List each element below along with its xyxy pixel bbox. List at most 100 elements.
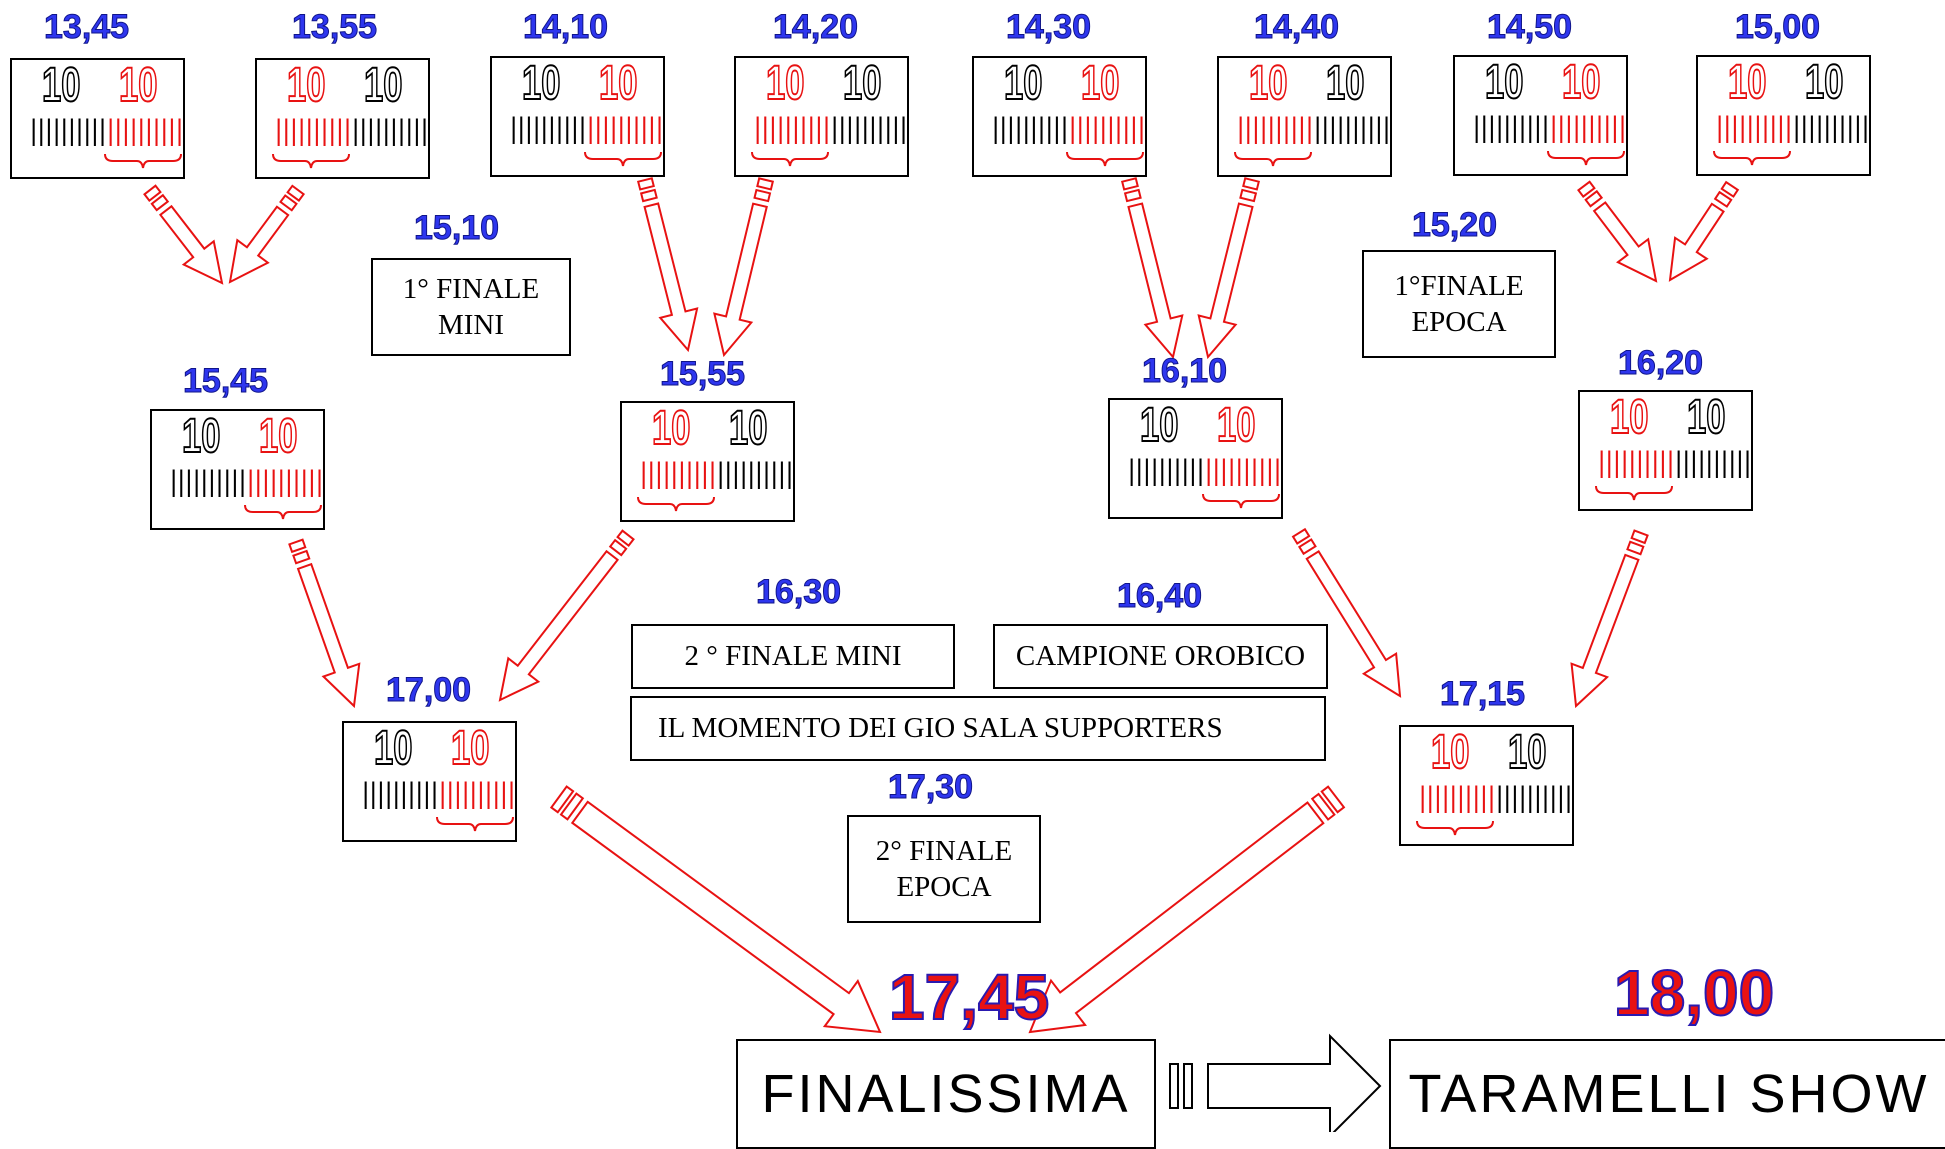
- score-tally-marks: ||||||||||: [1415, 783, 1499, 817]
- bracket-arrow: [1577, 180, 1658, 283]
- finale-epoca-2-box: 2° FINALE EPOCA: [847, 815, 1041, 923]
- match-box: 10||||||||||10||||||||||: [972, 56, 1149, 177]
- finalissima-time: 17,45: [888, 960, 1050, 1034]
- match-box: 10||||||||||10||||||||||: [1399, 725, 1576, 846]
- bracket-arrow: [713, 177, 775, 358]
- score-tally-marks: ||||||||||: [1671, 448, 1755, 482]
- score-tally-marks: ||||||||||: [1789, 113, 1873, 147]
- score-tally-marks: ||||||||||: [26, 116, 110, 150]
- bracket-arrow: [1570, 529, 1649, 709]
- bracket-arrow: [288, 538, 361, 709]
- score-tally-marks: ||||||||||: [358, 779, 442, 813]
- team-score: 10: [842, 57, 882, 110]
- score-tally-marks: ||||||||||: [1469, 113, 1553, 147]
- match-box: 10||||||||||10||||||||||: [1578, 390, 1755, 511]
- match-time: 16,10: [1141, 352, 1228, 391]
- match-time: 15,45: [182, 362, 269, 401]
- match-box: 10||||||||||10||||||||||: [150, 409, 327, 530]
- bracket-arrow: [1197, 177, 1261, 360]
- winner-brace-icon: [584, 151, 662, 167]
- bracket-arrow: [498, 529, 635, 702]
- team-score: 10: [450, 722, 490, 775]
- team-score: 10: [1507, 726, 1547, 779]
- match-box: 10||||||||||10||||||||||: [490, 56, 667, 177]
- match-time: 17,15: [1439, 675, 1526, 714]
- finals-arrow: [1169, 1033, 1382, 1132]
- score-tally-marks: ||||||||||: [1065, 114, 1149, 148]
- match-time: 13,55: [291, 8, 378, 47]
- team-score: 10: [1686, 391, 1726, 444]
- event-time: 15,10: [413, 209, 500, 248]
- winner-brace-icon: [244, 504, 322, 520]
- team-score: 10: [1248, 57, 1288, 110]
- campione-orobico-box: CAMPIONE OROBICO: [993, 624, 1328, 689]
- finale-mini-2-box: 2 ° FINALE MINI: [631, 624, 955, 689]
- bracket-arrow: [1668, 180, 1740, 282]
- match-time: 14,20: [772, 8, 859, 47]
- team-score: 10: [1430, 726, 1470, 779]
- match-time: 17,00: [385, 671, 472, 710]
- team-score: 10: [765, 57, 805, 110]
- score-tally-marks: ||||||||||: [988, 114, 1072, 148]
- bracket-arrow: [143, 184, 224, 285]
- team-score: 10: [598, 57, 638, 110]
- team-score: 10: [651, 402, 691, 455]
- team-score: 10: [1561, 56, 1601, 109]
- winner-brace-icon: [1234, 151, 1312, 167]
- finalissima-box: FINALISSIMA: [736, 1039, 1156, 1149]
- winner-brace-icon: [1066, 151, 1144, 167]
- team-score: 10: [41, 59, 81, 112]
- score-tally-marks: ||||||||||: [1546, 113, 1630, 147]
- show-time: 18,00: [1613, 956, 1775, 1030]
- taramelli-show-box: TARAMELLI SHOW: [1389, 1039, 1945, 1149]
- team-score: 10: [363, 59, 403, 112]
- score-tally-marks: ||||||||||: [271, 116, 355, 150]
- match-box: 10||||||||||10||||||||||: [1696, 55, 1873, 176]
- score-tally-marks: ||||||||||: [348, 116, 432, 150]
- score-tally-marks: ||||||||||: [243, 467, 327, 501]
- score-tally-marks: ||||||||||: [435, 779, 519, 813]
- team-score: 10: [1216, 399, 1256, 452]
- match-box: 10||||||||||10||||||||||: [734, 56, 911, 177]
- team-score: 10: [373, 722, 413, 775]
- team-score: 10: [118, 59, 158, 112]
- winner-brace-icon: [272, 153, 350, 169]
- score-tally-marks: ||||||||||: [1124, 456, 1208, 490]
- winner-brace-icon: [1713, 150, 1791, 166]
- team-score: 10: [1804, 56, 1844, 109]
- bracket-arrow: [549, 785, 882, 1034]
- match-box: 10||||||||||10||||||||||: [255, 58, 432, 179]
- event-time: 17,30: [887, 768, 974, 807]
- bracket-arrow: [1120, 177, 1184, 360]
- team-score: 10: [181, 410, 221, 463]
- bracket-arrow: [1028, 785, 1346, 1034]
- event-time: 15,20: [1411, 206, 1498, 245]
- winner-brace-icon: [637, 496, 715, 512]
- score-tally-marks: ||||||||||: [750, 114, 834, 148]
- score-tally-marks: ||||||||||: [713, 459, 797, 493]
- score-tally-marks: ||||||||||: [103, 116, 187, 150]
- event-time: 16,40: [1116, 577, 1203, 616]
- team-score: 10: [1325, 57, 1365, 110]
- match-time: 14,30: [1005, 8, 1092, 47]
- team-score: 10: [728, 402, 768, 455]
- score-tally-marks: ||||||||||: [1712, 113, 1796, 147]
- winner-brace-icon: [1547, 150, 1625, 166]
- score-tally-marks: ||||||||||: [636, 459, 720, 493]
- momento-gio-box: IL MOMENTO DEI GIO SALA SUPPORTERS: [630, 696, 1326, 761]
- score-tally-marks: ||||||||||: [1594, 448, 1678, 482]
- bracket-arrow: [228, 184, 306, 284]
- score-tally-marks: ||||||||||: [827, 114, 911, 148]
- team-score: 10: [1609, 391, 1649, 444]
- team-score: 10: [286, 59, 326, 112]
- winner-brace-icon: [1416, 820, 1494, 836]
- score-tally-marks: ||||||||||: [166, 467, 250, 501]
- team-score: 10: [521, 57, 561, 110]
- match-box: 10||||||||||10||||||||||: [620, 401, 797, 522]
- match-time: 14,10: [522, 8, 609, 47]
- bracket-arrow: [1291, 527, 1402, 698]
- team-score: 10: [258, 410, 298, 463]
- team-score: 10: [1080, 57, 1120, 110]
- finale-epoca-1-box: 1°FINALE EPOCA: [1362, 250, 1556, 358]
